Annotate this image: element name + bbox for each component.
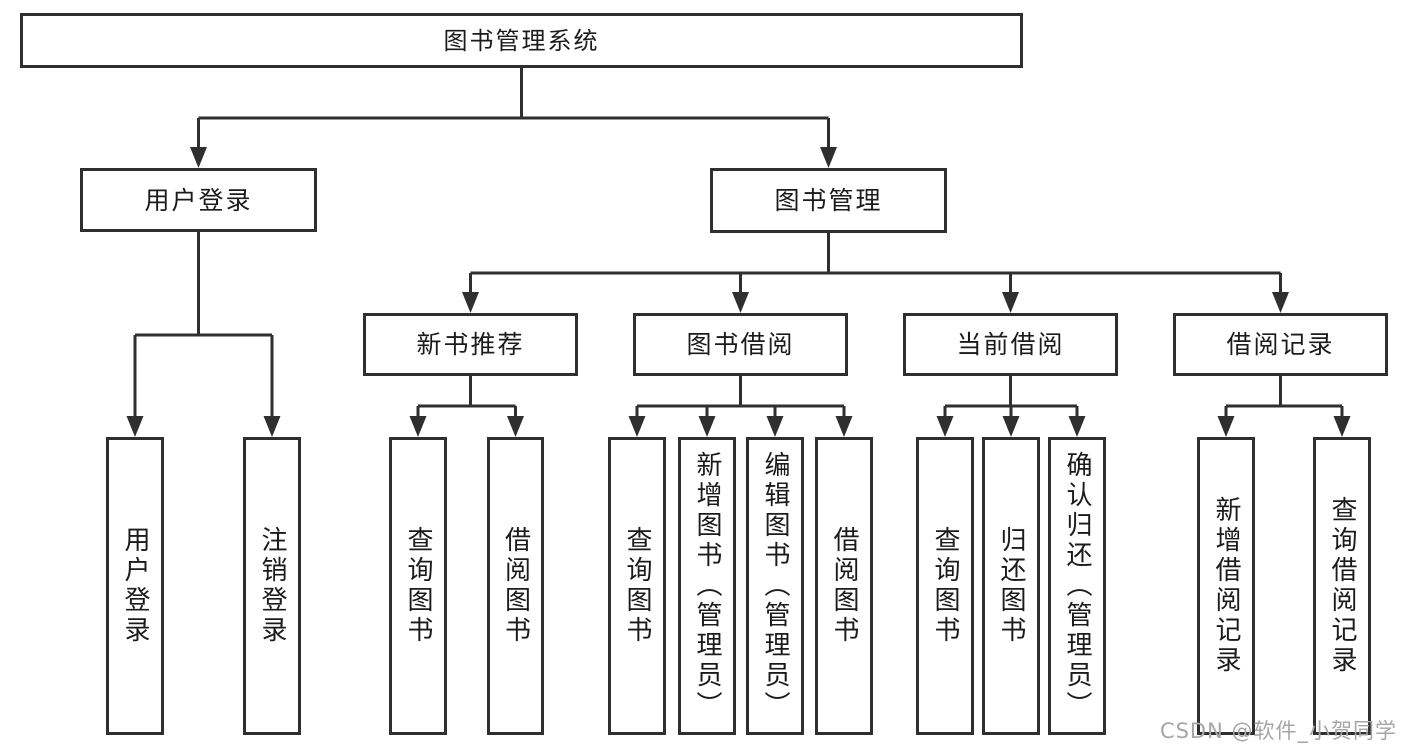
node-label: 图书借阅 bbox=[686, 330, 795, 359]
node-label: 图书管理 bbox=[774, 186, 883, 215]
node-label: 新增借阅记录 bbox=[1211, 496, 1241, 676]
node-leaf-edit-books-admin: 编辑图书（管理员） bbox=[746, 437, 804, 735]
node-label: 查询借阅记录 bbox=[1327, 496, 1357, 676]
node-book-management: 图书管理 bbox=[710, 168, 947, 233]
node-label: 查询图书 bbox=[622, 526, 652, 646]
node-leaf-add-books-admin: 新增图书（管理员） bbox=[678, 437, 736, 735]
connector-borrowing-records-to-leaves bbox=[1217, 376, 1351, 437]
node-leaf-search-borrow-record: 查询借阅记录 bbox=[1313, 437, 1371, 735]
node-current-borrowing: 当前借阅 bbox=[903, 313, 1118, 376]
connector-new-book-recommendation-to-leaves bbox=[409, 376, 524, 437]
node-leaf-search-books-borrowing: 查询图书 bbox=[608, 437, 666, 735]
connector-book-management-to-level3 bbox=[462, 233, 1289, 313]
node-label: 确认归还（管理员） bbox=[1062, 451, 1092, 721]
node-label: 查询图书 bbox=[403, 526, 433, 646]
node-root: 图书管理系统 bbox=[20, 13, 1023, 68]
node-leaf-search-books-recommend: 查询图书 bbox=[389, 437, 447, 735]
connector-user-login-to-leaves bbox=[126, 232, 281, 437]
node-leaf-borrow-books: 借阅图书 bbox=[815, 437, 873, 735]
node-label: 借阅图书 bbox=[500, 526, 531, 646]
node-label: 新书推荐 bbox=[416, 330, 525, 359]
node-book-borrowing: 图书借阅 bbox=[633, 313, 848, 376]
node-leaf-logout-login: 注销登录 bbox=[243, 437, 301, 735]
node-leaf-confirm-return-admin: 确认归还（管理员） bbox=[1048, 437, 1106, 735]
node-label: 借阅记录 bbox=[1226, 330, 1335, 359]
node-label: 用户登录 bbox=[144, 185, 253, 215]
node-new-book-recommendation: 新书推荐 bbox=[363, 313, 578, 376]
connector-book-borrowing-to-leaves bbox=[628, 376, 853, 437]
connector-root-to-level2 bbox=[190, 68, 837, 168]
node-label: 借阅图书 bbox=[829, 526, 859, 646]
node-label: 用户登录 bbox=[120, 526, 150, 646]
node-label: 图书管理系统 bbox=[443, 26, 600, 55]
node-leaf-user-login: 用户登录 bbox=[106, 437, 164, 735]
node-leaf-search-books-current: 查询图书 bbox=[916, 437, 974, 735]
node-user-login: 用户登录 bbox=[80, 168, 317, 232]
node-label: 新增图书（管理员） bbox=[692, 451, 722, 721]
node-label: 编辑图书（管理员） bbox=[760, 451, 790, 721]
node-leaf-borrow-books-recommend: 借阅图书 bbox=[487, 437, 544, 735]
node-label: 注销登录 bbox=[257, 526, 287, 646]
node-label: 当前借阅 bbox=[956, 330, 1065, 359]
node-borrowing-records: 借阅记录 bbox=[1173, 313, 1388, 376]
connector-current-borrowing-to-leaves bbox=[936, 376, 1086, 437]
csdn-watermark: CSDN @软件_小贺同学 bbox=[1159, 719, 1397, 743]
node-leaf-return-books: 归还图书 bbox=[982, 437, 1040, 735]
node-label: 查询图书 bbox=[930, 526, 960, 646]
node-label: 归还图书 bbox=[996, 526, 1026, 646]
node-leaf-add-borrow-record: 新增借阅记录 bbox=[1197, 437, 1255, 735]
